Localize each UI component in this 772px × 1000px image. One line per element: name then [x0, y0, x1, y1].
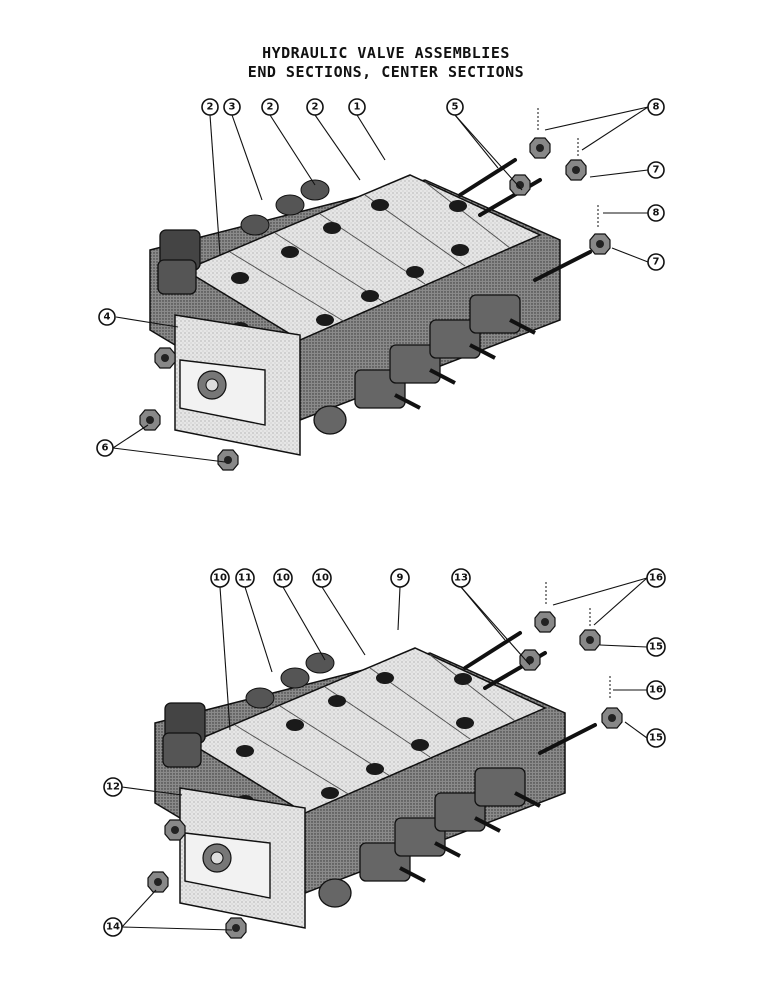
svg-text:16: 16 [649, 573, 663, 584]
svg-text:6: 6 [102, 443, 109, 454]
lower-valve-assembly [147, 582, 623, 939]
svg-text:10: 10 [213, 573, 227, 584]
upper-callout-7b: 7 [647, 253, 665, 271]
upper-callout-6: 6 [96, 439, 114, 457]
lower-callout-10b: 10 [273, 568, 293, 588]
svg-text:10: 10 [315, 573, 329, 584]
lower-callout-9: 9 [390, 568, 410, 588]
svg-text:2: 2 [267, 102, 274, 113]
upper-callout-8a: 8 [647, 98, 665, 116]
svg-text:10: 10 [276, 573, 290, 584]
title-line-1: HYDRAULIC VALVE ASSEMBLIES [262, 44, 510, 62]
svg-text:13: 13 [454, 573, 468, 584]
lower-callout-16b: 16 [646, 680, 666, 700]
lower-callout-14: 14 [103, 917, 123, 937]
svg-text:9: 9 [397, 573, 404, 584]
lower-callout-11: 11 [235, 568, 255, 588]
svg-text:16: 16 [649, 685, 663, 696]
svg-text:15: 15 [649, 733, 663, 744]
lower-callout-15b: 15 [646, 728, 666, 748]
upper-callout-7a: 7 [647, 161, 665, 179]
svg-text:12: 12 [106, 782, 120, 793]
upper-callout-1: 1 [348, 98, 366, 116]
lower-callout-15a: 15 [646, 637, 666, 657]
upper-callout-3: 3 [223, 98, 241, 116]
svg-text:5: 5 [452, 102, 459, 113]
svg-text:8: 8 [653, 208, 660, 219]
svg-text:2: 2 [207, 102, 214, 113]
lower-callout-16a: 16 [646, 568, 666, 588]
upper-callout-2c: 2 [306, 98, 324, 116]
svg-text:2: 2 [312, 102, 319, 113]
svg-text:3: 3 [229, 102, 236, 113]
svg-text:4: 4 [104, 312, 111, 323]
svg-text:14: 14 [106, 922, 120, 933]
upper-callout-2a: 2 [201, 98, 219, 116]
upper-valve-assembly [139, 108, 611, 471]
upper-callout-8b: 8 [647, 204, 665, 222]
svg-text:8: 8 [653, 102, 660, 113]
upper-callout-5: 5 [446, 98, 464, 116]
lower-callout-12: 12 [103, 777, 123, 797]
lower-callout-10c: 10 [312, 568, 332, 588]
title-line-2: END SECTIONS, CENTER SECTIONS [247, 63, 525, 81]
upper-callout-4: 4 [98, 308, 116, 326]
lower-callout-13: 13 [451, 568, 471, 588]
lower-leaders [121, 577, 648, 931]
svg-text:1: 1 [354, 102, 361, 113]
svg-text:15: 15 [649, 642, 663, 653]
svg-text:7: 7 [653, 165, 660, 176]
svg-text:7: 7 [653, 257, 660, 268]
upper-callout-2b: 2 [261, 98, 279, 116]
lower-callout-10a: 10 [210, 568, 230, 588]
upper-leaders [112, 106, 649, 463]
svg-text:11: 11 [238, 573, 252, 584]
